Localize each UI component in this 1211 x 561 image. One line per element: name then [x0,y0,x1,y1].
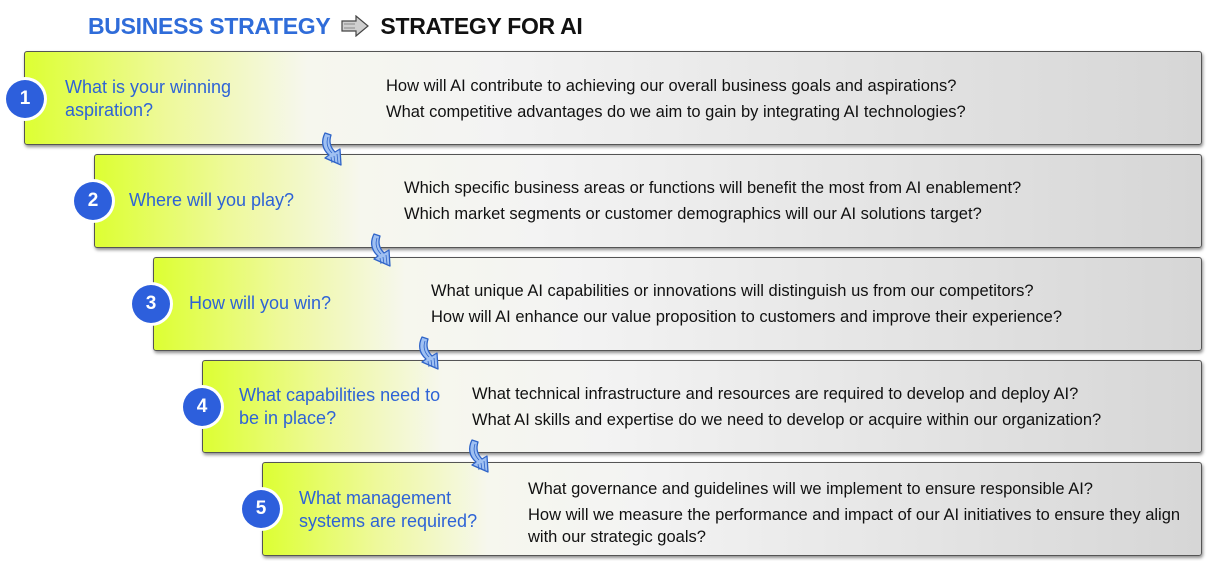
step-number-badge-1: 1 [6,80,44,118]
curved-down-arrow-icon [371,233,391,267]
step-number-badge-3: 3 [132,285,170,323]
step-answer: How will AI contribute to achieving our … [386,77,957,95]
step-answer: What unique AI capabilities or innovatio… [431,282,1034,300]
step-answers-5: What governance and guidelines will we i… [528,476,1188,548]
curved-down-arrow-icon [419,336,439,370]
step-answer: What AI skills and expertise do we need … [472,411,1102,429]
step-answers-3: What unique AI capabilities or innovatio… [431,278,1062,330]
step-answer: What technical infrastructure and resour… [472,385,1079,403]
step-question-4: What capabilities need to be in place? [239,385,441,428]
step-answer: What competitive advantages do we aim to… [386,103,966,121]
step-answer: How will we measure the performance and … [528,506,1181,546]
step-answers-2: Which specific business areas or functio… [404,175,1021,227]
step-row-4 [202,360,1202,453]
step-question-5: What management systems are required? [299,488,478,531]
step-answer: Which specific business areas or functio… [404,179,1022,197]
step-answer: Which market segments or customer demogr… [404,205,982,223]
step-answers-4: What technical infrastructure and resour… [472,381,1101,433]
step-row-1 [24,51,1202,145]
step-row-3 [153,257,1202,351]
header-strategy-for-ai: STRATEGY FOR AI [380,12,583,39]
header-business-strategy: BUSINESS STRATEGY [88,12,331,39]
step-answer: What governance and guidelines will we i… [528,480,1093,498]
step-number-badge-4: 4 [183,388,221,426]
step-number-badge-5: 5 [242,490,280,528]
right-arrow-icon [341,15,370,37]
step-number-badge-2: 2 [74,182,112,220]
step-answer: How will AI enhance our value propositio… [431,308,1063,326]
step-question-1: What is your winning aspiration? [65,77,232,120]
curved-down-arrow-icon [322,132,342,166]
step-row-5 [262,462,1202,556]
curved-down-arrow-icon [469,439,489,473]
step-question-3: How will you win? [189,293,332,313]
step-question-2: Where will you play? [129,190,295,210]
step-answers-1: How will AI contribute to achieving our … [386,73,966,125]
step-row-2 [94,154,1202,248]
diagram-header: BUSINESS STRATEGY STRATEGY FOR AI [88,8,583,44]
